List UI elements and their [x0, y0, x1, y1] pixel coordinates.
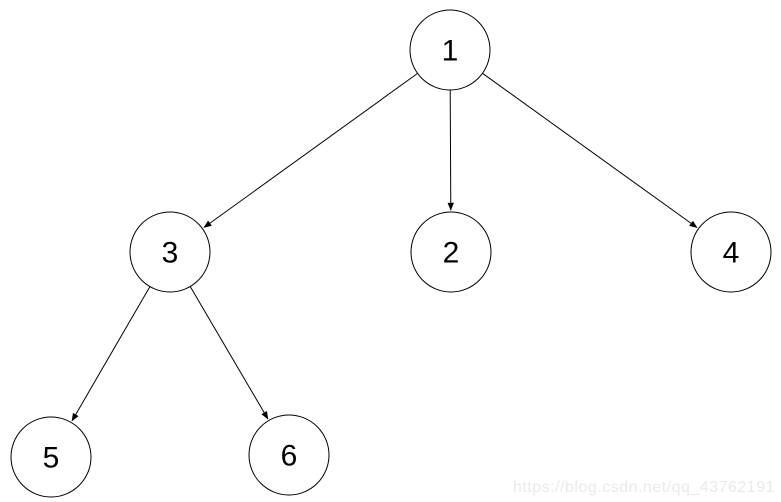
node-label: 6: [281, 440, 298, 473]
node-label: 5: [43, 442, 60, 475]
tree-node-4: 4: [690, 211, 772, 293]
node-circle: [10, 416, 92, 498]
node-circle: [129, 211, 211, 293]
edge-arrow-1-to-2: [447, 89, 454, 211]
tree-node-5: 5: [10, 416, 92, 498]
edge-arrow-3-to-6: [189, 286, 269, 420]
node-circle: [410, 211, 492, 293]
edge-arrow-1-to-3: [203, 72, 418, 228]
tree-node-3: 3: [129, 211, 211, 293]
node-circle: [690, 211, 772, 293]
node-circle: [409, 9, 491, 91]
node-label: 2: [443, 237, 460, 270]
tree-node-6: 6: [248, 414, 330, 496]
node-label: 3: [162, 237, 179, 270]
node-circle: [248, 414, 330, 496]
tree-node-1: 1: [409, 9, 491, 91]
edge-arrow-3-to-5: [71, 286, 151, 422]
node-label: 4: [723, 237, 740, 270]
tree-node-2: 2: [410, 211, 492, 293]
node-label: 1: [442, 35, 459, 68]
edge-arrow-1-to-4: [482, 72, 698, 228]
